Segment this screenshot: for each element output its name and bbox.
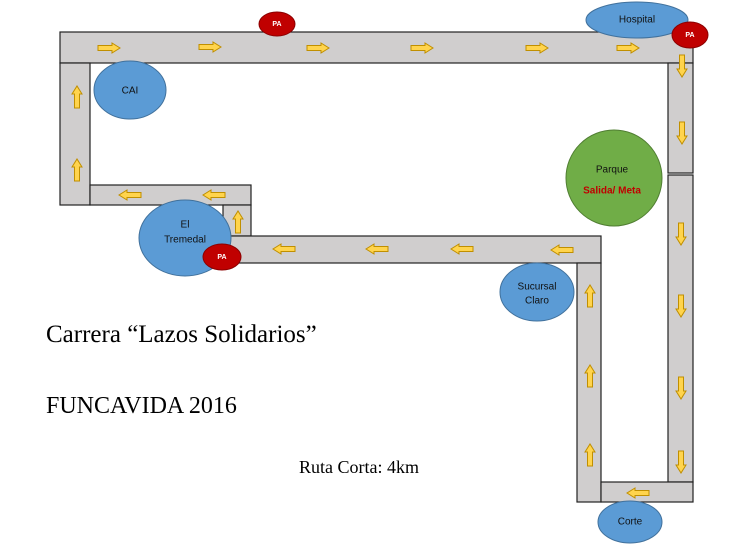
direction-arrow-icon: [450, 243, 474, 255]
tremedal-label-line1: El: [181, 220, 190, 231]
direction-arrow-icon: [675, 222, 687, 246]
road-left-vertical: [59, 62, 91, 206]
aid-station-marker: [258, 11, 296, 37]
direction-arrow-icon: [584, 443, 596, 467]
tremedal-label-line2: Tremedal: [164, 235, 206, 246]
direction-arrow-icon: [676, 121, 688, 145]
direction-arrow-icon: [675, 450, 687, 474]
landmark-hospital: Hospital: [585, 1, 689, 39]
direction-arrow-icon: [232, 210, 244, 234]
sucursal-label-line1: Sucursal: [518, 282, 557, 293]
direction-arrows: [71, 41, 688, 499]
aid-station-tremedal: PA: [202, 243, 242, 271]
salida-meta-label: Salida/ Meta: [583, 186, 641, 197]
parque-marker: [565, 129, 663, 227]
direction-arrow-icon: [198, 41, 222, 53]
road-network: [59, 31, 694, 503]
corte-label: Corte: [618, 517, 643, 528]
landmark-corte: Corte: [597, 500, 663, 544]
landmark-cai: CAI: [93, 60, 167, 120]
aid-station-label: PA: [272, 21, 281, 28]
sucursal-label-line2: Claro: [525, 296, 549, 307]
road-right-upper: [667, 62, 694, 174]
cai-marker: [93, 60, 167, 120]
direction-arrow-icon: [616, 42, 640, 54]
direction-arrow-icon: [97, 42, 121, 54]
direction-arrow-icon: [118, 189, 142, 201]
parque-label: Parque: [596, 165, 629, 176]
direction-arrow-icon: [584, 364, 596, 388]
aid-station-label: PA: [217, 254, 226, 261]
corte-marker: [597, 500, 663, 544]
direction-arrow-icon: [71, 158, 83, 182]
hospital-marker: [585, 1, 689, 39]
direction-arrow-icon: [202, 189, 226, 201]
landmark-parque: Parque Salida/ Meta: [565, 129, 663, 227]
cai-label: CAI: [122, 86, 139, 97]
road-top: [59, 31, 694, 64]
direction-arrow-icon: [675, 294, 687, 318]
aid-station-hospital: PA: [671, 21, 709, 49]
sucursal-marker: [499, 262, 575, 322]
direction-arrow-icon: [525, 42, 549, 54]
route-distance: Ruta Corta: 4km: [299, 457, 419, 477]
direction-arrow-icon: [306, 42, 330, 54]
direction-arrow-icon: [584, 284, 596, 308]
aid-station-label: PA: [685, 32, 694, 39]
landmark-sucursal-claro: Sucursal Claro: [499, 262, 575, 322]
direction-arrow-icon: [675, 376, 687, 400]
direction-arrow-icon: [626, 487, 650, 499]
direction-arrow-icon: [272, 243, 296, 255]
aid-station-top: PA: [258, 11, 296, 37]
direction-arrow-icon: [410, 42, 434, 54]
aid-station-marker: [671, 21, 709, 49]
organization-name: FUNCAVIDA 2016: [46, 393, 237, 419]
race-title: Carrera “Lazos Solidarios”: [46, 321, 317, 348]
direction-arrow-icon: [71, 85, 83, 109]
direction-arrow-icon: [365, 243, 389, 255]
aid-station-marker: [202, 243, 242, 271]
direction-arrow-icon: [676, 54, 688, 78]
hospital-label: Hospital: [619, 15, 655, 26]
direction-arrow-icon: [550, 244, 574, 256]
road-right-lower: [667, 174, 694, 483]
